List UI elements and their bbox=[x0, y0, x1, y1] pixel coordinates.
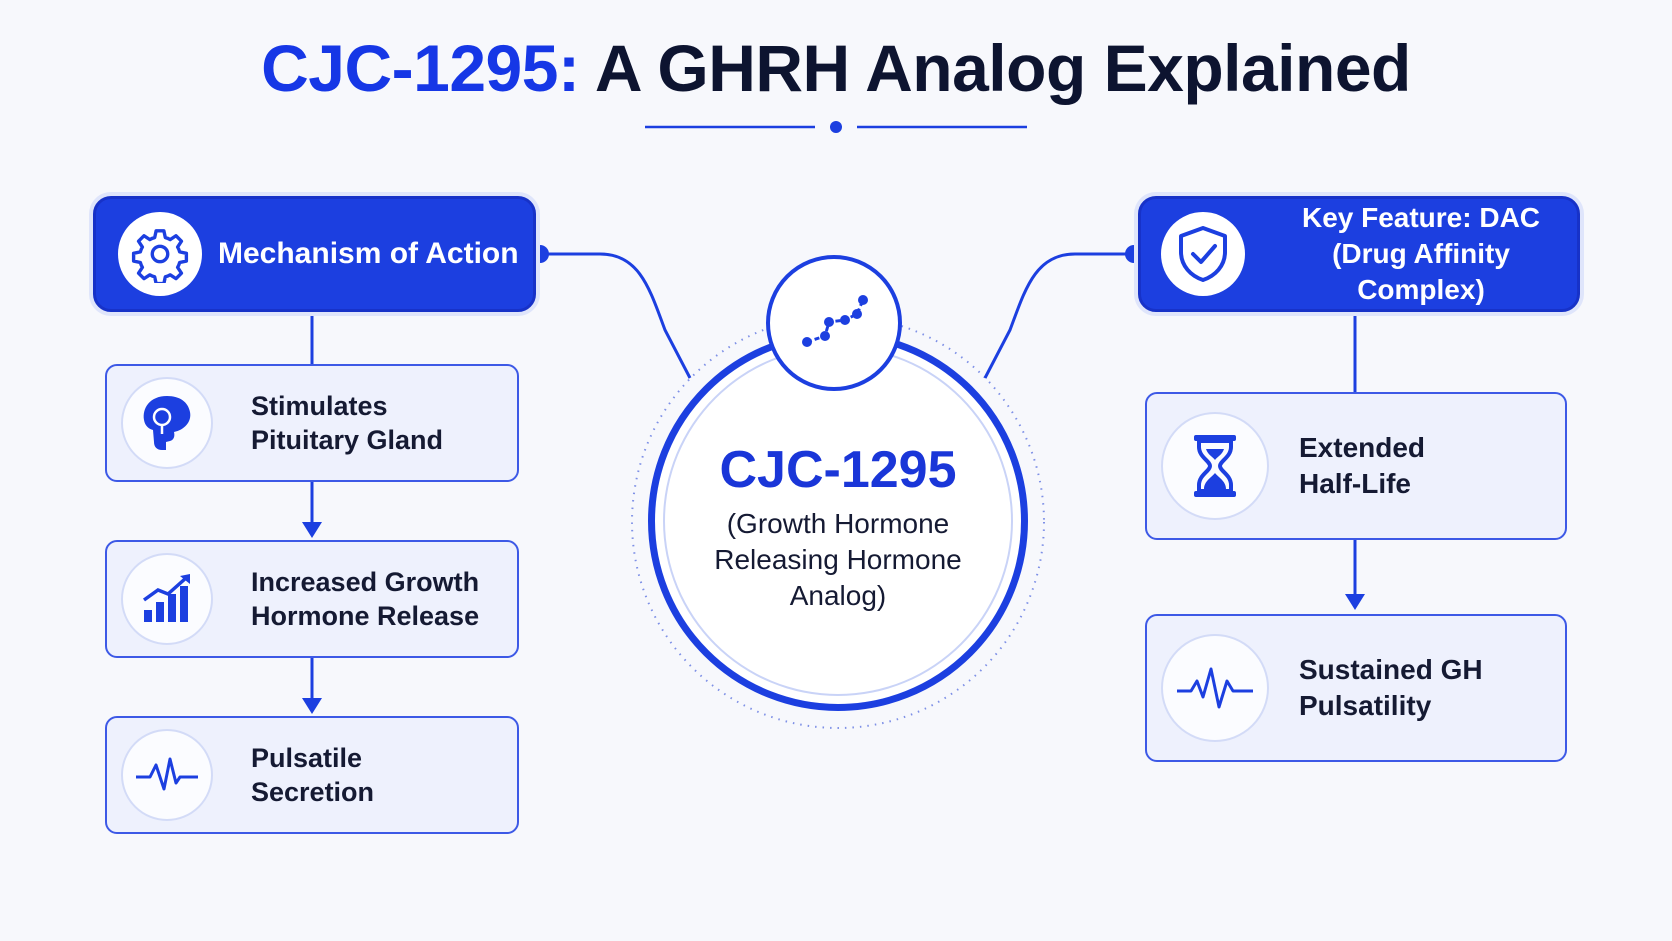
hourglass-icon bbox=[1161, 412, 1269, 520]
page-title: CJC-1295: A GHRH Analog Explained bbox=[0, 28, 1672, 108]
brain-head-icon bbox=[121, 377, 213, 469]
center-dotted-ring bbox=[631, 315, 1045, 729]
shield-check-icon bbox=[1161, 212, 1245, 296]
dac-header: Key Feature: DAC (Drug Affinity Complex) bbox=[1138, 196, 1580, 312]
pulse-icon bbox=[121, 729, 213, 821]
left-item-pulsatile: Pulsatile Secretion bbox=[105, 716, 519, 834]
right-item-2-line2: Pulsatility bbox=[1299, 690, 1432, 721]
peptide-chain-icon bbox=[766, 255, 902, 391]
right-item-1-line2: Half-Life bbox=[1299, 468, 1411, 499]
center-sub-line1: (Growth Hormone bbox=[726, 508, 950, 539]
left-arrowhead-1 bbox=[302, 522, 322, 538]
center-subtitle: (Growth Hormone Releasing Hormone Analog… bbox=[648, 506, 1028, 614]
mechanism-header-label: Mechanism of Action bbox=[218, 237, 519, 270]
dac-header-line1: Key Feature: DAC bbox=[1301, 202, 1541, 233]
left-item-1-line2: Pituitary Gland bbox=[251, 425, 444, 455]
left-item-2-line2: Hormone Release bbox=[251, 601, 480, 631]
right-arrowhead-1 bbox=[1345, 594, 1365, 610]
right-item-gh-pulsatility-text: Sustained GH Pulsatility bbox=[1299, 652, 1483, 724]
left-item-1-line1: Stimulates bbox=[251, 391, 388, 421]
center-sub-line2: Releasing Hormone bbox=[714, 544, 962, 575]
title-accent: CJC-1295: bbox=[261, 31, 580, 105]
left-item-gh-release: Increased Growth Hormone Release bbox=[105, 540, 519, 658]
center-title: CJC-1295 bbox=[719, 441, 957, 499]
left-item-pituitary-text: Stimulates Pituitary Gland bbox=[251, 389, 443, 457]
title-underline-dot bbox=[830, 121, 842, 133]
mechanism-header: Mechanism of Action bbox=[93, 196, 536, 312]
left-item-2-line1: Increased Growth bbox=[251, 567, 480, 597]
center-sub-line3: Analog) bbox=[789, 580, 887, 611]
left-arrowhead-2 bbox=[302, 698, 322, 714]
left-connector bbox=[540, 252, 692, 379]
left-item-gh-release-text: Increased Growth Hormone Release bbox=[251, 565, 479, 633]
right-item-half-life: Extended Half-Life bbox=[1145, 392, 1567, 540]
right-item-2-line1: Sustained GH bbox=[1299, 654, 1483, 685]
left-item-pituitary: Stimulates Pituitary Gland bbox=[105, 364, 519, 482]
right-item-gh-pulsatility: Sustained GH Pulsatility bbox=[1145, 614, 1567, 762]
left-item-3-line2: Secretion bbox=[251, 777, 375, 807]
gear-icon bbox=[118, 212, 202, 296]
right-item-half-life-text: Extended Half-Life bbox=[1299, 430, 1425, 502]
left-item-3-line1: Pulsatile bbox=[251, 743, 363, 773]
dac-header-text: Key Feature: DAC (Drug Affinity Complex) bbox=[1265, 200, 1577, 308]
right-connector bbox=[983, 252, 1134, 379]
bar-chart-up-icon bbox=[121, 553, 213, 645]
right-item-1-line1: Extended bbox=[1299, 432, 1426, 463]
heartbeat-icon bbox=[1161, 634, 1269, 742]
title-rest: A GHRH Analog Explained bbox=[594, 31, 1412, 105]
left-item-pulsatile-text: Pulsatile Secretion bbox=[251, 741, 374, 809]
dac-header-line2: (Drug Affinity Complex) bbox=[1332, 238, 1510, 305]
